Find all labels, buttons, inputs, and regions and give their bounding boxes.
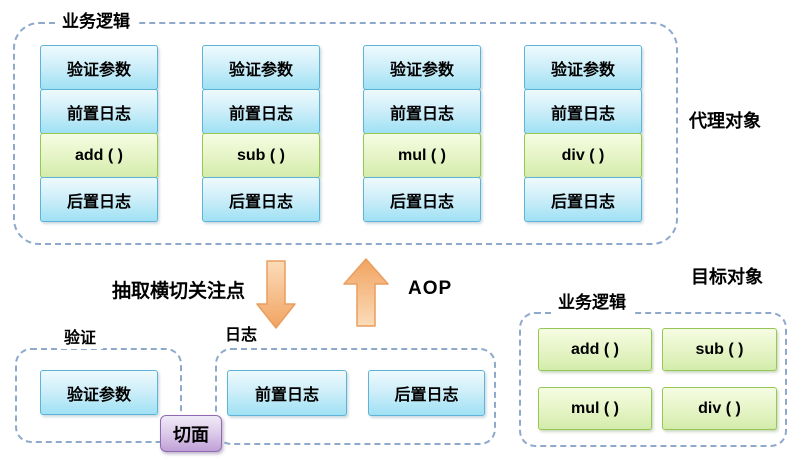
target-method-div: div ( ) bbox=[662, 387, 777, 430]
proxy-cell: 验证参数 bbox=[40, 45, 158, 90]
log-group-border bbox=[215, 348, 496, 445]
proxy-cell: 后置日志 bbox=[363, 177, 481, 222]
proxy-cell: 验证参数 bbox=[524, 45, 642, 90]
validation-box: 验证参数 bbox=[40, 370, 158, 415]
arrow-down-icon bbox=[256, 260, 296, 335]
proxy-cell: 前置日志 bbox=[40, 89, 158, 134]
target-object-label: 目标对象 bbox=[691, 267, 763, 287]
proxy-cell: 验证参数 bbox=[202, 45, 320, 90]
proxy-cell-method: add ( ) bbox=[40, 133, 158, 178]
proxy-cell: 后置日志 bbox=[40, 177, 158, 222]
proxy-cell: 后置日志 bbox=[202, 177, 320, 222]
log-box-before: 前置日志 bbox=[227, 370, 347, 416]
target-method-sub: sub ( ) bbox=[662, 328, 777, 371]
proxy-object-label: 代理对象 bbox=[689, 111, 761, 131]
proxy-cell-method: mul ( ) bbox=[363, 133, 481, 178]
validation-group-label: 验证 bbox=[57, 329, 104, 349]
target-group-border bbox=[519, 312, 787, 447]
log-group-label: 日志 bbox=[218, 326, 265, 346]
target-group-label: 业务逻辑 bbox=[551, 293, 633, 317]
proxy-cell: 前置日志 bbox=[202, 89, 320, 134]
validation-group-border bbox=[15, 348, 182, 443]
arrow-up-icon bbox=[342, 258, 390, 333]
target-method-mul: mul ( ) bbox=[538, 387, 652, 430]
proxy-cell-method: div ( ) bbox=[524, 133, 642, 178]
proxy-cell: 前置日志 bbox=[363, 89, 481, 134]
proxy-cell: 前置日志 bbox=[524, 89, 642, 134]
proxy-cell-method: sub ( ) bbox=[202, 133, 320, 178]
proxy-cell: 验证参数 bbox=[363, 45, 481, 90]
proxy-cell: 后置日志 bbox=[524, 177, 642, 222]
proxy-group-border bbox=[13, 22, 678, 245]
target-method-add: add ( ) bbox=[538, 328, 652, 371]
extract-crosscut-label: 抽取横切关注点 bbox=[112, 281, 246, 302]
aop-label: AOP bbox=[408, 278, 453, 299]
log-box-after: 后置日志 bbox=[368, 370, 485, 416]
proxy-group-label: 业务逻辑 bbox=[55, 12, 137, 32]
aspect-box: 切面 bbox=[160, 415, 222, 452]
